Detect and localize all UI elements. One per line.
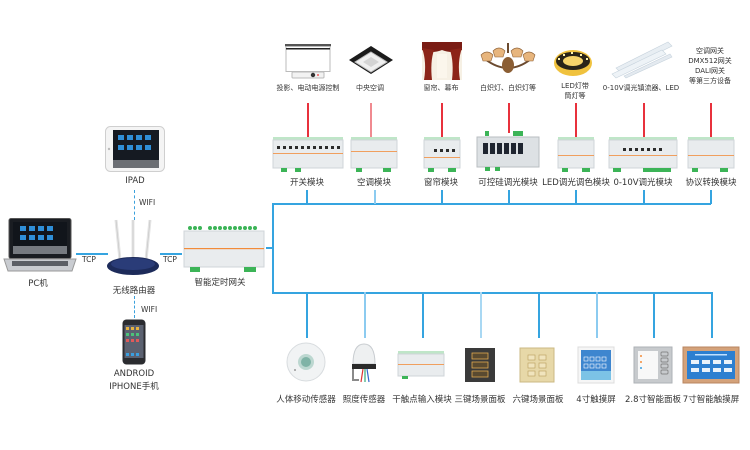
bus-drop-module-2 <box>441 190 443 204</box>
load-label-4-line1: LED灯带 <box>561 82 589 90</box>
load-wire-2 <box>441 103 443 137</box>
device-label-0: 人体移动传感器 <box>276 395 336 405</box>
module-label-1: 空调模块 <box>356 178 392 188</box>
tcp-label-pc: TCP <box>82 255 96 264</box>
wifi-router-icon <box>107 219 159 275</box>
six-key-panel-icon <box>519 347 555 383</box>
tcp-link-gateway <box>160 253 182 255</box>
bus-drop-module-5 <box>643 190 645 204</box>
module-label-3: 可控硅调光模块 <box>478 178 538 188</box>
bus-vertical <box>272 203 274 293</box>
ipad-device <box>105 126 165 172</box>
device-label-1: 照度传感器 <box>342 395 386 405</box>
three-key-panel-icon <box>465 348 495 382</box>
phone-label-line2: IPHONE手机 <box>109 382 159 392</box>
load-wire-6 <box>710 103 712 137</box>
dry-contact-module-icon <box>397 351 445 379</box>
bus-drop-device-2 <box>422 292 424 338</box>
load-label-5: 0-10V调光镇流器、LED <box>602 84 680 92</box>
led-strip-icon <box>554 50 592 76</box>
ceiling-ac-icon <box>349 46 393 74</box>
gateway-bus-link <box>266 247 273 249</box>
bus-drop-device-3 <box>480 292 482 338</box>
device-label-5: 4寸触摸屏 <box>576 395 616 405</box>
touchscreen-4in-icon <box>577 346 615 384</box>
curtain-icon <box>422 42 462 80</box>
bus-bottom <box>272 292 711 294</box>
load-wire-3 <box>508 103 510 133</box>
load-label-2: 窗帘、幕布 <box>423 84 459 92</box>
device-label-2: 干触点输入模块 <box>392 395 452 405</box>
smart-panel-2-8in-icon <box>633 346 673 384</box>
load-label-1: 中央空调 <box>356 84 384 92</box>
ac-module-icon <box>350 137 398 172</box>
module-label-4: LED调光调色模块 <box>542 178 610 188</box>
bus-drop-device-1 <box>364 292 366 338</box>
laptop-icon <box>3 218 77 272</box>
bus-drop-module-0 <box>306 190 308 204</box>
load-wire-0 <box>307 103 309 137</box>
router-label: 无线路由器 <box>112 286 156 296</box>
load-wire-5 <box>643 103 645 137</box>
wifi-label-phone: WIFI <box>141 305 158 314</box>
load-label-6-line1: 空调网关 <box>696 47 724 55</box>
wifi-link-phone <box>134 296 135 318</box>
bus-top <box>272 203 711 205</box>
load-label-6-line3: DALI网关 <box>694 67 726 75</box>
motion-sensor-icon <box>286 342 326 382</box>
module-label-2: 窗帘模块 <box>423 178 459 188</box>
din-rail-gateway-icon <box>183 226 265 272</box>
protocol-converter-module-icon <box>687 137 735 172</box>
gateway-label: 智能定时网关 <box>194 278 246 288</box>
tcp-label-gateway: TCP <box>163 255 177 264</box>
module-label-6: 协议转换模块 <box>685 178 737 188</box>
light-sensor-icon <box>352 343 376 383</box>
fluorescent-tube-icon <box>611 41 673 79</box>
phone-label-line1: ANDROID <box>113 369 155 379</box>
phone-device <box>122 319 146 365</box>
smartphone-icon <box>122 319 146 365</box>
gateway-device <box>182 224 266 272</box>
pc-device <box>3 218 77 272</box>
load-label-3: 白炽灯、白炽灯等 <box>480 84 536 92</box>
load-label-6-line4: 等第三方设备 <box>689 77 731 85</box>
router-device <box>104 219 162 276</box>
bus-drop-device-4 <box>538 292 540 338</box>
wifi-label-ipad: WIFI <box>139 198 156 207</box>
device-label-6: 2.8寸智能面板 <box>624 395 682 405</box>
wifi-link-ipad <box>134 190 135 220</box>
device-label-4: 六键场景面板 <box>512 395 564 405</box>
load-label-0: 投影、电动电源控制 <box>276 84 340 92</box>
bus-drop-device-7 <box>711 292 713 338</box>
projector-screen-icon <box>285 44 331 79</box>
scr-dimmer-module-icon <box>476 131 540 171</box>
switch-module-icon <box>272 137 344 172</box>
touchscreen-7in-icon <box>682 346 740 384</box>
load-wire-1 <box>370 103 372 137</box>
load-wire-4 <box>575 103 577 137</box>
curtain-module-icon <box>423 137 461 172</box>
module-label-5: 0-10V调光模块 <box>613 178 673 188</box>
tcp-link-pc <box>76 253 108 255</box>
chandelier-icon <box>480 43 536 73</box>
pc-label: PC机 <box>28 279 48 289</box>
bus-drop-module-3 <box>508 190 510 204</box>
module-label-0: 开关模块 <box>289 178 325 188</box>
bus-drop-module-1 <box>374 190 376 204</box>
bus-drop-device-5 <box>596 292 598 338</box>
tablet-icon <box>105 126 165 172</box>
bus-drop-module-4 <box>575 190 577 204</box>
bus-drop-device-0 <box>306 292 308 338</box>
device-label-3: 三键场景面板 <box>454 395 506 405</box>
dimmer-0-10v-module-icon <box>608 137 678 172</box>
load-label-6-line2: DMX512网关 <box>688 57 732 65</box>
ipad-label: IPAD <box>125 176 145 186</box>
device-label-7: 7寸智能触摸屏 <box>682 395 740 405</box>
load-label-4-line2: 筒灯等 <box>564 92 586 100</box>
led-dimmer-module-icon <box>557 137 595 172</box>
bus-drop-device-6 <box>653 292 655 338</box>
bus-drop-module-6 <box>710 190 712 204</box>
